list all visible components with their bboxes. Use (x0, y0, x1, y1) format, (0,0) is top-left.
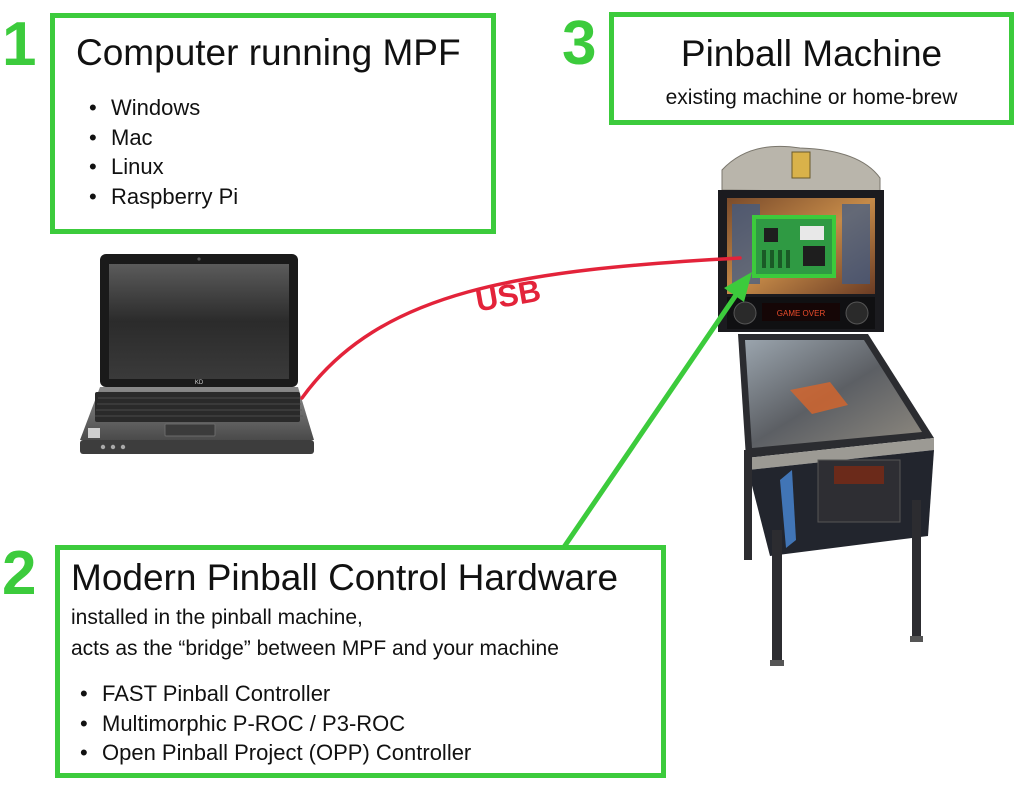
step-2-box: Modern Pinball Control Hardware installe… (55, 545, 666, 778)
list-item: Open Pinball Project (OPP) Controller (74, 738, 471, 768)
step-2-controller-list: FAST Pinball Controller Multimorphic P-R… (74, 679, 471, 768)
dmd-display-text: GAME OVER (777, 309, 826, 318)
laptop-icon: KD (80, 254, 314, 454)
list-item: FAST Pinball Controller (74, 679, 471, 709)
step-2-subtitle-line-1: installed in the pinball machine, (71, 606, 363, 629)
controller-board-icon (752, 215, 836, 278)
list-item: Windows (83, 93, 238, 123)
arrow-to-board (559, 272, 752, 553)
list-item: Multimorphic P-ROC / P3-ROC (74, 709, 471, 739)
usb-cable (300, 256, 742, 400)
step-1-box: Computer running MPF Windows Mac Linux R… (50, 13, 496, 234)
list-item: Linux (83, 152, 238, 182)
list-item: Raspberry Pi (83, 182, 238, 212)
laptop-brand-label: KD (195, 380, 204, 386)
step-3-title: Pinball Machine (680, 33, 943, 74)
step-1-os-list: Windows Mac Linux Raspberry Pi (83, 93, 238, 211)
step-2-title: Modern Pinball Control Hardware (71, 557, 619, 598)
step-3-number: 3 (562, 9, 597, 78)
step-1-title: Computer running MPF (76, 32, 461, 73)
step-3-subtitle: existing machine or home-brew (665, 86, 958, 109)
usb-label: USB (473, 273, 544, 319)
step-3-box: Pinball Machine existing machine or home… (609, 12, 1014, 125)
step-2-number: 2 (2, 539, 37, 608)
list-item: Mac (83, 123, 238, 153)
step-1-number: 1 (2, 10, 37, 79)
step-2-subtitle-line-2: acts as the “bridge” between MPF and you… (71, 637, 559, 660)
